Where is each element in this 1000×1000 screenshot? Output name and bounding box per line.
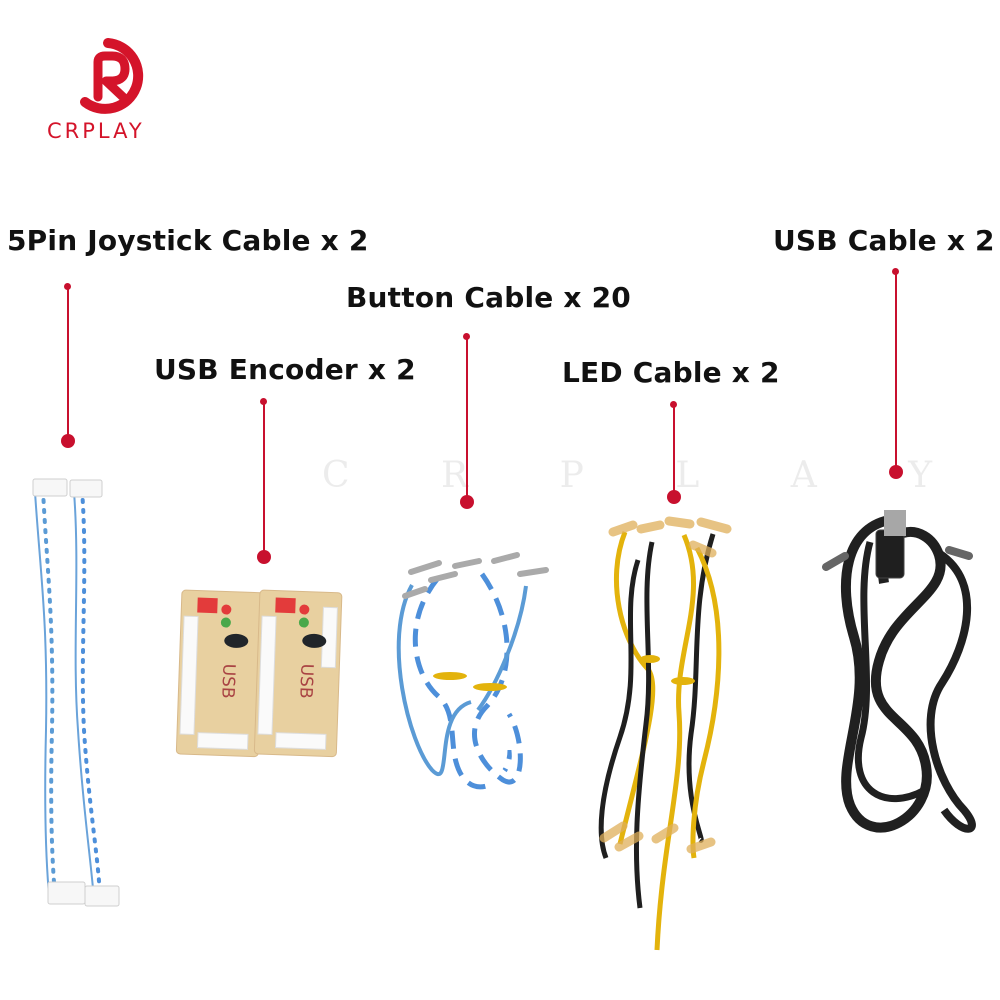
encoder-board-two-usb-print: USB	[295, 663, 316, 699]
encoder-leader-line	[263, 401, 265, 556]
usb-encoder-label: USB Encoder x 2	[154, 353, 416, 386]
usb-leader-bottom-dot	[889, 465, 903, 479]
button-cable-label: Button Cable x 20	[346, 281, 631, 314]
circular-r-logo-icon	[80, 38, 144, 114]
encoder-board-one-usb-print: USB	[217, 663, 238, 699]
usb-leader-line	[895, 271, 897, 471]
joystick-cable-bundle	[32, 478, 120, 909]
usb-cable-label: USB Cable x 2	[773, 224, 995, 257]
joystick-cable-label: 5Pin Joystick Cable x 2	[7, 224, 369, 257]
encoder-leader-bottom-dot	[257, 550, 271, 564]
button-cable-bundle	[396, 552, 549, 796]
led-leader-line	[673, 404, 675, 496]
joystick-cable-one	[34, 481, 64, 904]
joystick-leader-line	[67, 286, 69, 440]
usb-cable-bundle	[822, 510, 976, 833]
button-leader-bottom-dot	[460, 495, 474, 509]
joystick-leader-bottom-dot	[61, 434, 75, 448]
led-leader-bottom-dot	[667, 490, 681, 504]
encoder-board-one: USB	[175, 589, 265, 758]
usb-encoder-boards: USB USB	[175, 589, 343, 758]
button-leader-line	[466, 336, 468, 501]
brand-name: CRPLAY	[47, 119, 145, 143]
joystick-cable-two	[73, 481, 109, 909]
led-cable-label: LED Cable x 2	[562, 356, 780, 389]
led-cable-bundle	[598, 516, 732, 951]
encoder-board-two: USB	[253, 589, 343, 758]
